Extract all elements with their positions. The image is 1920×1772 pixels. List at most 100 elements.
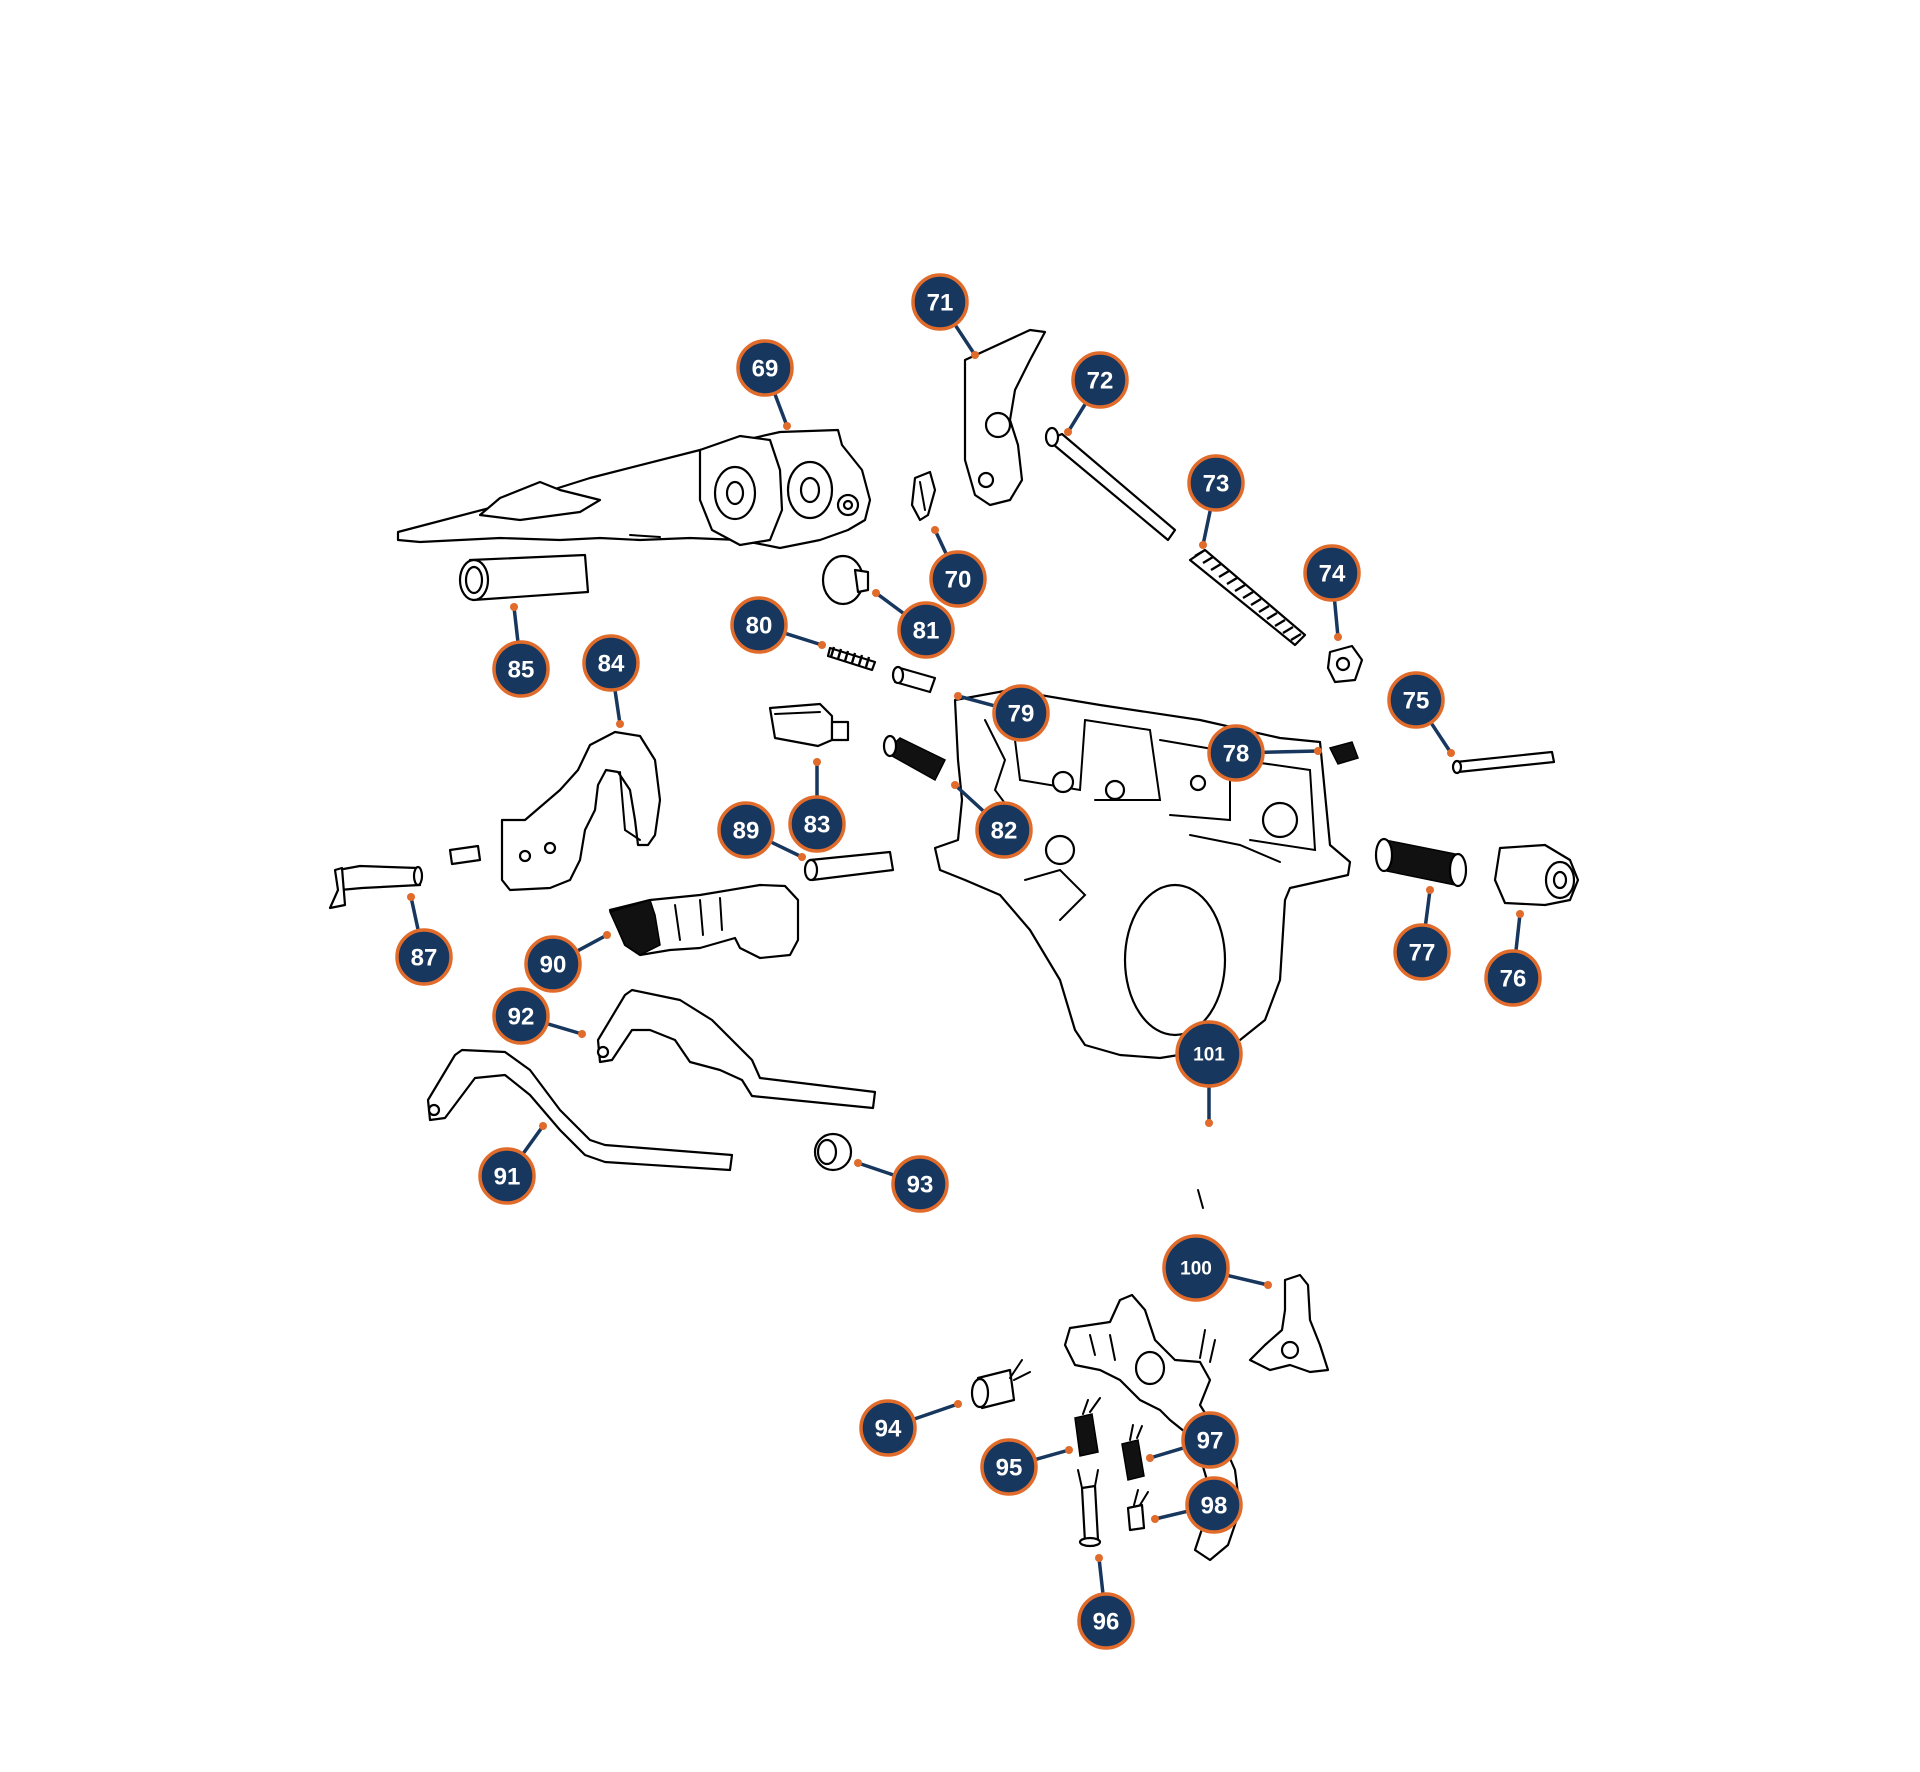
part-78-plug	[1328, 741, 1359, 765]
callout-label-92: 92	[508, 1004, 535, 1031]
callout-label-97: 97	[1197, 1428, 1224, 1455]
part-98-plunger	[1126, 1489, 1149, 1532]
callout-badge-97[interactable]: 97	[1181, 1411, 1239, 1469]
callout-badge-95[interactable]: 95	[980, 1438, 1038, 1496]
callout-badge-69[interactable]: 69	[736, 339, 794, 397]
callout-badge-81[interactable]: 81	[897, 601, 955, 659]
callout-circle-83	[788, 795, 846, 853]
leader-dot-81	[872, 589, 880, 597]
leader-line-75	[1430, 722, 1453, 755]
leader-dot-71	[971, 351, 979, 359]
part-100-disconnector	[1248, 1273, 1330, 1374]
callout-circle-74	[1303, 544, 1361, 602]
leader-line-87	[409, 895, 420, 931]
callout-badge-96[interactable]: 96	[1077, 1592, 1135, 1650]
callout-badge-101[interactable]: 101	[1175, 1020, 1243, 1088]
callout-badges: 69 70 71 72 73 74 75 76 77 78 79 80 81 82 83 84 85 87 89 90…	[395, 273, 1542, 1650]
callout-circle-84	[582, 634, 640, 692]
callout-badge-71[interactable]: 71	[911, 273, 969, 331]
callout-badge-89[interactable]: 89	[717, 801, 775, 859]
callout-badge-92[interactable]: 92	[492, 987, 550, 1045]
leader-dot-83	[813, 758, 821, 766]
callout-badge-100[interactable]: 100	[1162, 1234, 1230, 1302]
leader-dot-85	[510, 603, 518, 611]
callout-badge-87[interactable]: 87	[395, 928, 453, 986]
callout-badge-75[interactable]: 75	[1387, 671, 1445, 729]
part-71-cam-lever	[963, 328, 1047, 507]
callout-label-82: 82	[991, 818, 1018, 845]
leader-dot-92	[578, 1030, 586, 1038]
leader-line-77	[1423, 888, 1432, 925]
callout-badge-73[interactable]: 73	[1187, 454, 1245, 512]
leader-line-91	[522, 1124, 545, 1155]
callout-badge-72[interactable]: 72	[1071, 351, 1129, 409]
part-76-bushing	[1493, 843, 1580, 907]
callout-badge-78[interactable]: 78	[1207, 724, 1265, 782]
part-101-trigger-housing	[933, 688, 1352, 1060]
callout-label-95: 95	[996, 1455, 1023, 1482]
callout-badge-83[interactable]: 83	[788, 795, 846, 853]
part-73-spring	[1188, 548, 1307, 647]
callout-badge-98[interactable]: 98	[1185, 1476, 1243, 1534]
callout-circle-76	[1484, 949, 1542, 1007]
part-70-link	[910, 470, 937, 522]
callout-circle-73	[1187, 454, 1245, 512]
callout-circle-90	[524, 935, 582, 993]
callout-badge-93[interactable]: 93	[891, 1155, 949, 1213]
callout-badge-76[interactable]: 76	[1484, 949, 1542, 1007]
leader-dot-87	[407, 893, 415, 901]
part-80-small-spring	[826, 646, 877, 672]
leader-line-95	[1035, 1448, 1071, 1461]
leader-dot-78	[1314, 747, 1322, 755]
callout-badge-85[interactable]: 85	[492, 640, 550, 698]
leader-dot-75	[1447, 749, 1455, 757]
leader-dot-72	[1064, 428, 1072, 436]
leader-dot-93	[854, 1159, 862, 1167]
leader-dot-82	[951, 781, 959, 789]
part-77-large-spring	[1374, 837, 1468, 888]
leader-dot-76	[1516, 910, 1524, 918]
callout-label-94: 94	[875, 1416, 902, 1443]
part-90-bolt-release	[608, 883, 800, 960]
callout-badge-90[interactable]: 90	[524, 935, 582, 993]
callout-badge-70[interactable]: 70	[929, 550, 987, 608]
callout-circle-93	[891, 1155, 949, 1213]
callout-badge-74[interactable]: 74	[1303, 544, 1361, 602]
callout-label-79: 79	[1008, 701, 1035, 728]
callout-label-90: 90	[540, 952, 567, 979]
leader-line-93	[856, 1161, 895, 1177]
leader-line-81	[874, 591, 905, 615]
leader-line-73	[1201, 509, 1212, 547]
callout-label-78: 78	[1223, 741, 1250, 768]
leader-dot-74	[1334, 633, 1342, 641]
callout-label-87: 87	[411, 945, 438, 972]
callout-badge-82[interactable]: 82	[975, 801, 1033, 859]
leader-line-84	[613, 689, 622, 726]
part-85-sleeve	[458, 553, 590, 602]
callout-label-80: 80	[746, 613, 773, 640]
callout-circle-71	[911, 273, 969, 331]
part-69-lifter-arm	[396, 428, 872, 550]
callout-circle-98	[1185, 1476, 1243, 1534]
callout-badge-84[interactable]: 84	[582, 634, 640, 692]
callout-label-96: 96	[1093, 1609, 1120, 1636]
callout-circle-100	[1162, 1234, 1230, 1302]
callout-badge-80[interactable]: 80	[730, 596, 788, 654]
callout-circle-75	[1387, 671, 1445, 729]
leader-lines	[407, 324, 1524, 1594]
leader-line-94	[913, 1402, 960, 1421]
callout-badge-91[interactable]: 91	[478, 1147, 536, 1205]
callout-circle-69	[736, 339, 794, 397]
callout-label-100: 100	[1180, 1259, 1212, 1280]
part-91-lever	[426, 1048, 734, 1172]
callout-circle-80	[730, 596, 788, 654]
leader-dot-73	[1199, 541, 1207, 549]
callout-badge-79[interactable]: 79	[992, 684, 1050, 742]
leader-dot-79	[954, 692, 962, 700]
callout-badge-94[interactable]: 94	[859, 1399, 917, 1457]
callout-badge-77[interactable]: 77	[1393, 923, 1451, 981]
callout-label-85: 85	[508, 657, 535, 684]
leader-line-97	[1148, 1446, 1184, 1460]
callout-circle-92	[492, 987, 550, 1045]
